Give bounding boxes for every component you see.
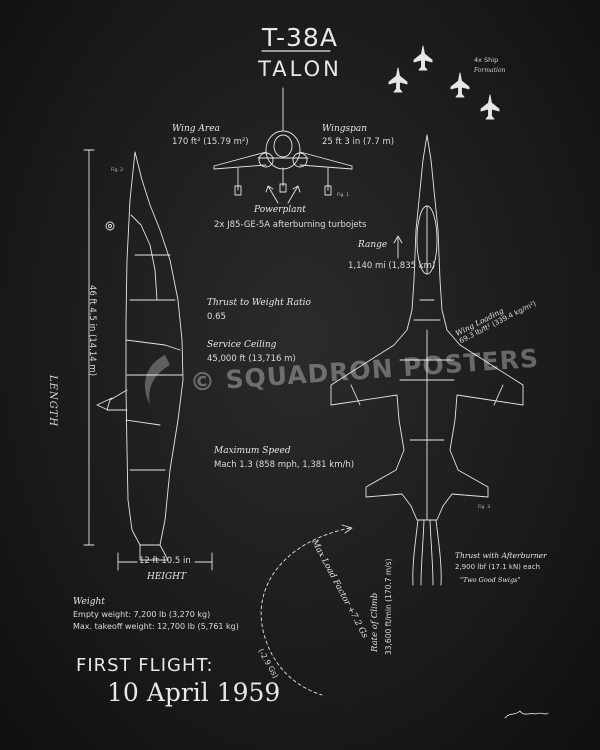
length-value: 46 ft 4.5 in (14.14 m) xyxy=(87,285,97,377)
nickname: "Two Good Swigs" xyxy=(460,576,521,584)
height-dimension xyxy=(117,552,213,571)
powerplant-label: Powerplant xyxy=(254,205,306,215)
empty-weight: Empty weight: 7,200 lb (3,270 kg) xyxy=(73,610,211,619)
twr-value: 0.65 xyxy=(207,312,226,322)
fig-2-label: Fig. 2 xyxy=(111,168,124,173)
formation-label: 4x Ship xyxy=(474,56,499,64)
ceiling-label: Service Ceiling xyxy=(207,340,277,350)
artist-signature-icon xyxy=(504,710,549,719)
length-dimension xyxy=(83,149,95,546)
range-label: Range xyxy=(358,240,388,250)
height-label: HEIGHT xyxy=(147,572,187,582)
load-factor-arrow-icon xyxy=(341,524,353,534)
ceiling-value: 45,000 ft (13,716 m) xyxy=(207,354,296,364)
title-model: T-38A xyxy=(262,23,338,52)
fig-1-label: Fig. 1 xyxy=(337,193,350,198)
side-view-jet-icon xyxy=(96,151,184,561)
max-takeoff-weight: Max. takeoff weight: 12,700 lb (5,761 kg… xyxy=(73,622,239,631)
top-view-jet-icon xyxy=(330,134,524,586)
first-flight-date: 10 April 1959 xyxy=(107,678,281,707)
range-value: 1,140 mi (1,835 km) xyxy=(348,261,436,271)
range-arrow-icon xyxy=(393,235,403,259)
first-flight-label: FIRST FLIGHT: xyxy=(76,655,214,676)
wing-area-label: Wing Area xyxy=(172,124,220,134)
title-name: TALON xyxy=(258,57,342,81)
load-factor-arc xyxy=(260,527,351,696)
height-value: 12 ft 10.5 in xyxy=(139,556,191,566)
front-view-jet-icon xyxy=(213,87,353,196)
formation-jets-icon xyxy=(388,45,500,120)
watermark-eagle-icon xyxy=(145,355,170,405)
thrust-value: 2,900 lbf (17.1 kN) each xyxy=(455,563,541,571)
max-speed-label: Maximum Speed xyxy=(214,446,291,456)
max-speed-value: Mach 1.3 (858 mph, 1,381 km/h) xyxy=(214,460,355,470)
thrust-label: Thrust with Afterburner xyxy=(455,551,547,560)
weight-label: Weight xyxy=(73,597,105,607)
fig-3-label: Fig. 3 xyxy=(478,505,491,510)
powerplant-arrows xyxy=(265,185,301,204)
wing-area-value: 170 ft² (15.79 m²) xyxy=(172,137,249,147)
climb-label: Rate of Climb xyxy=(370,592,380,652)
length-label: LENGTH xyxy=(47,375,58,428)
formation-sub-label: Formation xyxy=(474,67,506,74)
wingspan-label: Wingspan xyxy=(322,124,368,134)
wingspan-value: 25 ft 3 in (7.7 m) xyxy=(322,137,395,147)
twr-label: Thrust to Weight Ratio xyxy=(207,298,311,308)
powerplant-value: 2x J85-GE-5A afterburning turbojets xyxy=(214,220,367,230)
climb-value: 33,600 ft/min (170.7 m/s) xyxy=(384,558,393,655)
